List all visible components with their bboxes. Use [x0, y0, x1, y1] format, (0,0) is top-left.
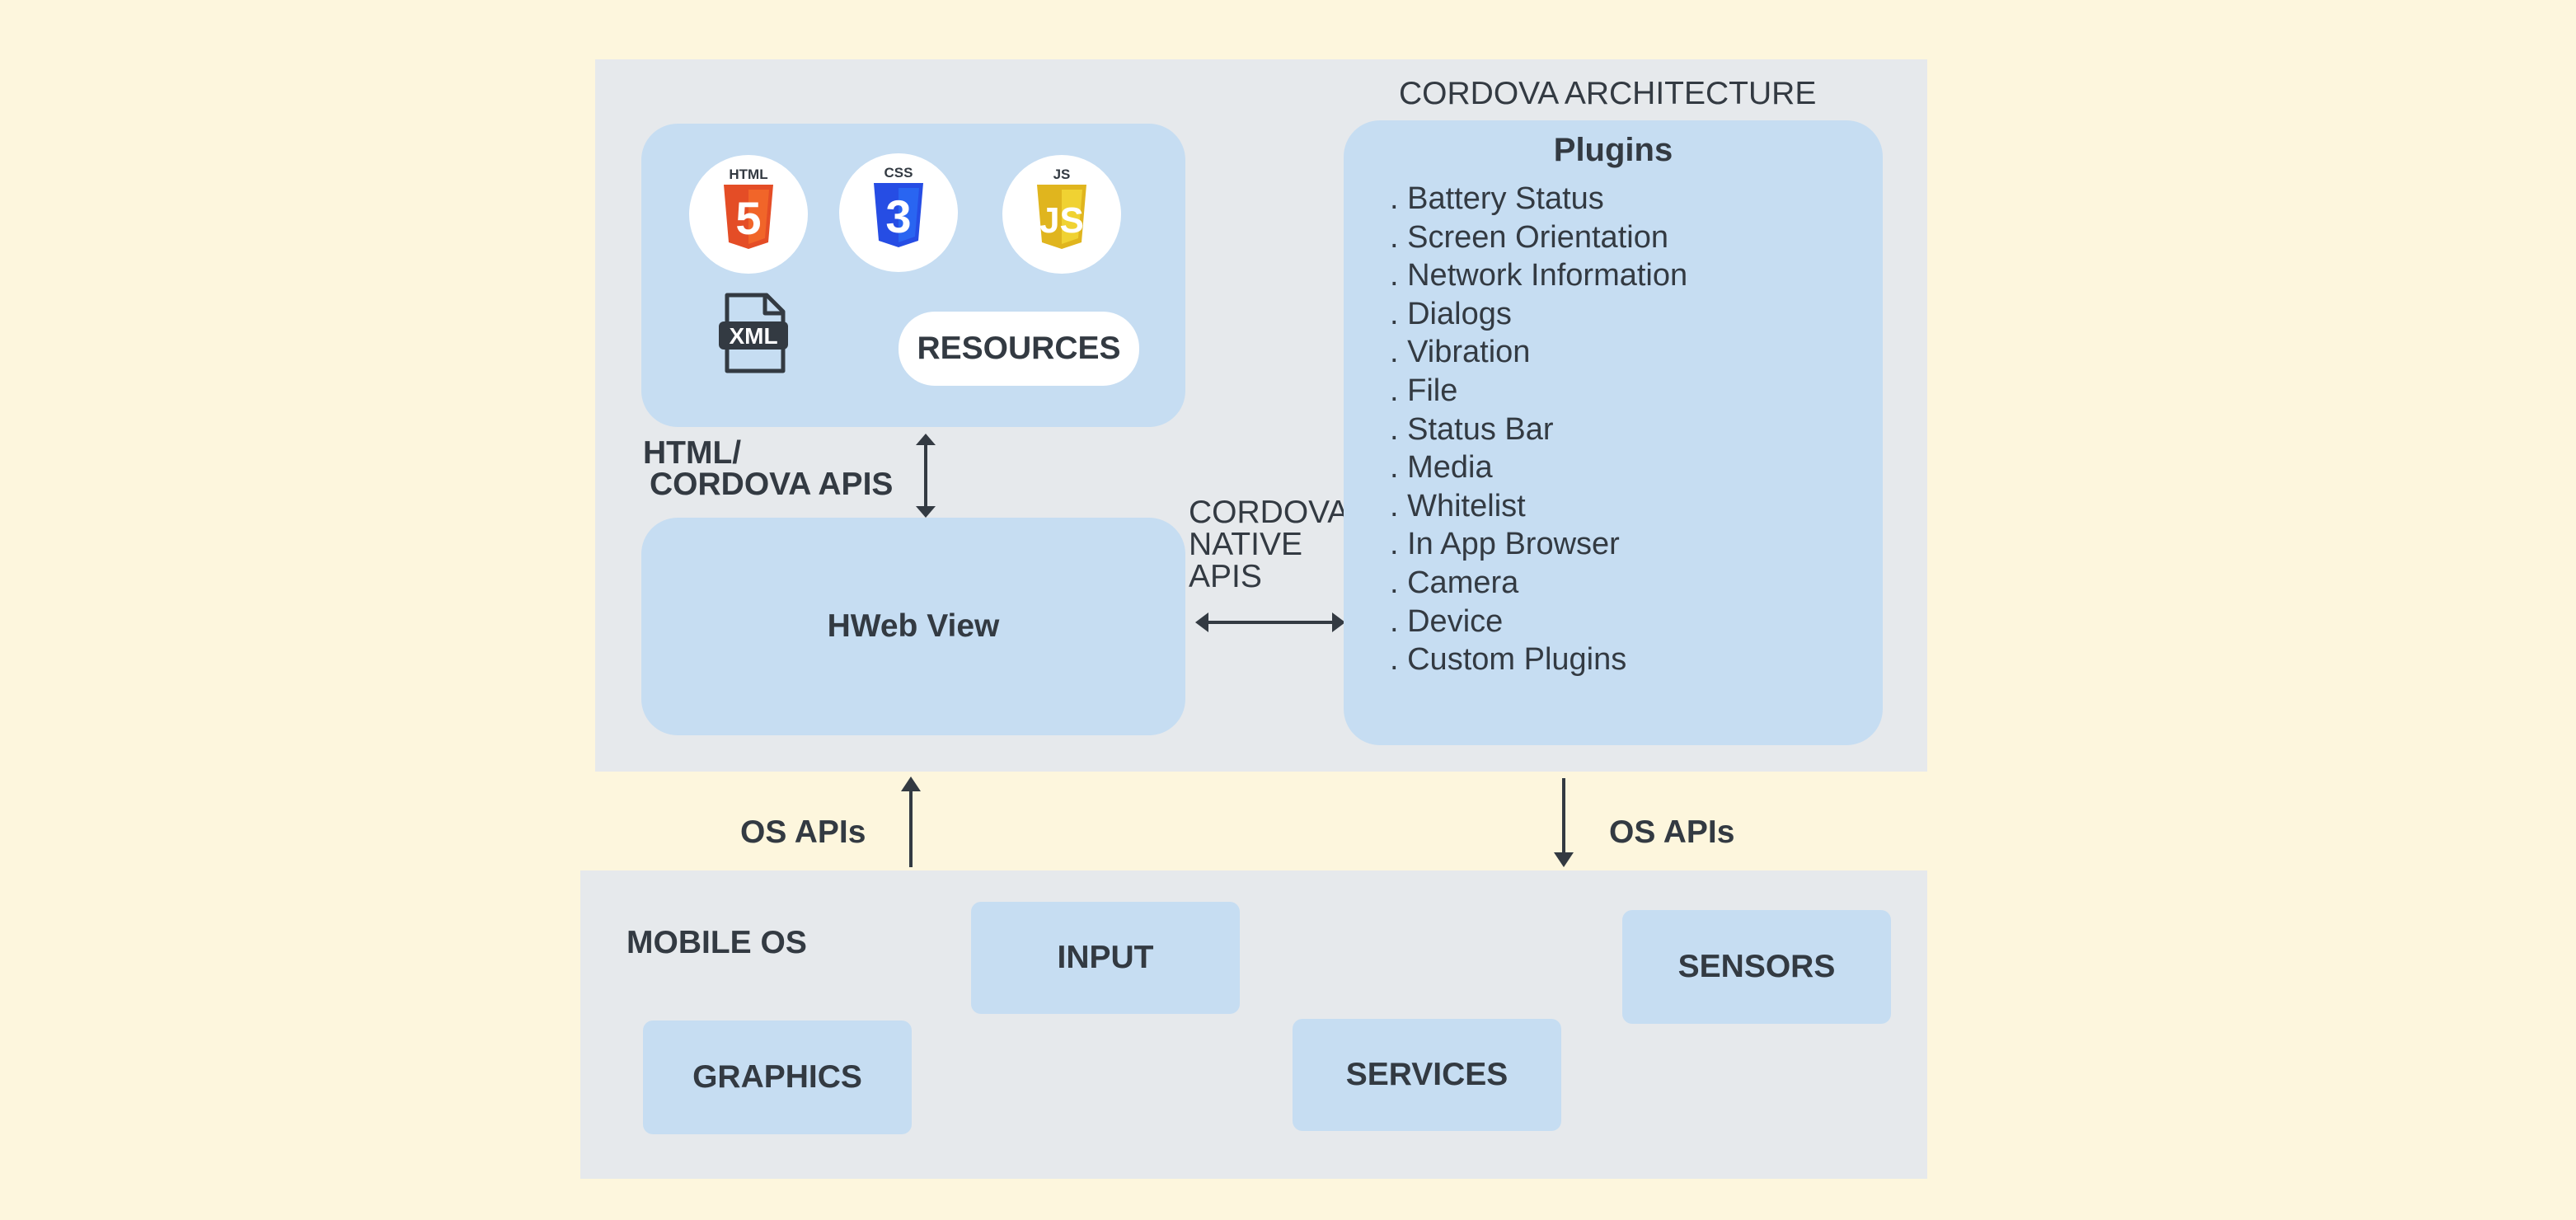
html5-icon: HTML 5 [689, 155, 808, 274]
html-cordova-apis-label-line2: CORDOVA APIS [650, 467, 894, 502]
html5-badge-text: HTML [729, 167, 767, 182]
cordova-native-apis-line1: CORDOVA [1189, 495, 1349, 530]
plugin-item: . Status Bar [1390, 411, 1554, 447]
input-box: INPUT [971, 902, 1240, 1014]
plugin-item: . File [1390, 373, 1458, 408]
os-apis-down-arrow [1554, 778, 1574, 867]
xml-file-icon: XML [716, 292, 795, 374]
os-apis-left-label: OS APIs [740, 814, 866, 850]
diagram-title: CORDOVA ARCHITECTURE [1399, 76, 1817, 111]
css3-badge-text: CSS [884, 165, 913, 181]
css3-glyph: 3 [885, 190, 911, 242]
webview-label: HWeb View [827, 608, 1000, 644]
webview-box: HWeb View [641, 518, 1185, 735]
plugin-item: . In App Browser [1390, 527, 1620, 562]
js-badge-text: JS [1053, 167, 1071, 182]
plugin-item: . Whitelist [1390, 488, 1526, 523]
js-icon: JS JS [1002, 155, 1121, 274]
xml-badge-text: XML [729, 323, 777, 349]
sensors-box: SENSORS [1622, 910, 1891, 1024]
plugin-item: . Vibration [1390, 335, 1531, 370]
plugin-item: . Custom Plugins [1390, 642, 1627, 678]
cordova-native-apis-line2: NATIVE [1189, 527, 1302, 562]
js-glyph: JS [1039, 200, 1084, 241]
plugin-item: . Battery Status [1390, 181, 1604, 216]
graphics-box: GRAPHICS [643, 1021, 912, 1134]
plugin-item: . Screen Orientation [1390, 219, 1668, 255]
native-apis-double-arrow [1195, 612, 1345, 632]
cordova-native-apis-line3: APIS [1189, 559, 1262, 594]
html-cordova-apis-label-line1: HTML/ [643, 435, 742, 471]
os-apis-up-arrow [901, 777, 921, 867]
resources-pill: RESOURCES [899, 312, 1139, 386]
plugin-item: . Dialogs [1390, 296, 1512, 331]
services-box: SERVICES [1293, 1019, 1561, 1131]
css3-icon: CSS 3 [839, 153, 958, 272]
html-apis-double-arrow [916, 434, 936, 518]
plugin-item: . Device [1390, 603, 1504, 639]
html5-glyph: 5 [735, 192, 761, 244]
plugins-title: Plugins [1553, 132, 1673, 168]
plugin-item: . Camera [1390, 565, 1519, 600]
plugins-box: Plugins . Battery Status . Screen Orient… [1344, 120, 1883, 745]
plugin-item: . Network Information [1390, 258, 1688, 293]
mobile-os-label: MOBILE OS [626, 925, 807, 960]
plugin-item: . Media [1390, 450, 1493, 486]
os-apis-right-label: OS APIs [1609, 814, 1735, 850]
plugin-list: . Battery Status . Screen Orientation . … [1390, 180, 1687, 679]
